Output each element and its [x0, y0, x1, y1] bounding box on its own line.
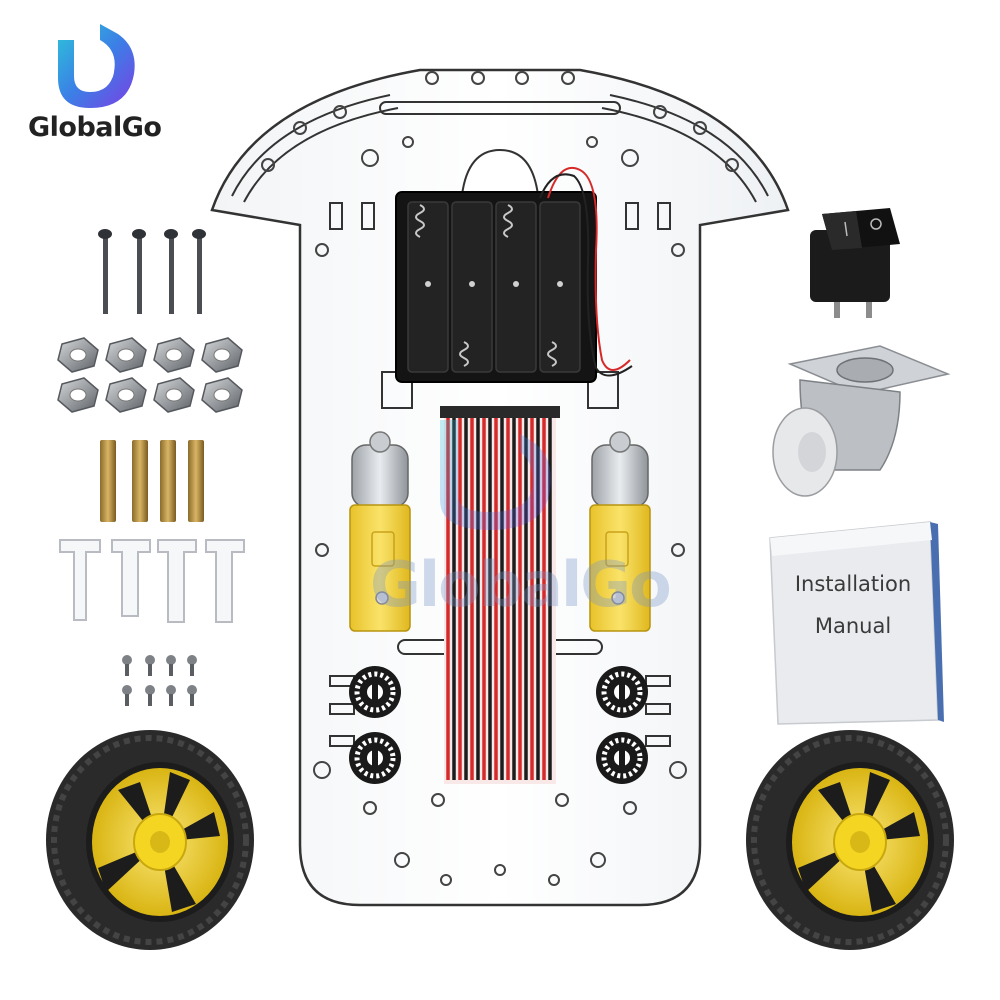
rocker-switch — [810, 208, 900, 318]
long-screws — [98, 229, 206, 314]
installation-manual — [769, 521, 944, 725]
manual-title-line2: Manual — [814, 614, 892, 638]
manual-title-line1: Installation — [794, 572, 912, 596]
motor-mount-brackets — [59, 539, 245, 623]
brand-watermark: GlobalGo — [370, 548, 672, 621]
encoder-disc-upper-left — [349, 666, 401, 718]
gear-motor-left — [349, 431, 411, 632]
hex-nuts — [57, 337, 243, 413]
watermark-logo-icon — [440, 420, 551, 530]
caster-wheel — [772, 345, 951, 497]
encoder-disc-upper-right — [596, 666, 648, 718]
brand-logo-icon — [58, 24, 135, 108]
brand-name: GlobalGo — [28, 112, 162, 143]
brass-standoffs — [100, 440, 204, 522]
battery-holder — [395, 167, 633, 383]
encoder-disc-lower-left — [349, 732, 401, 784]
small-screws — [122, 655, 197, 706]
wheel-left — [46, 730, 254, 950]
encoder-disc-lower-right — [596, 732, 648, 784]
wheel-right — [746, 730, 954, 950]
gear-motor-right — [589, 431, 651, 632]
